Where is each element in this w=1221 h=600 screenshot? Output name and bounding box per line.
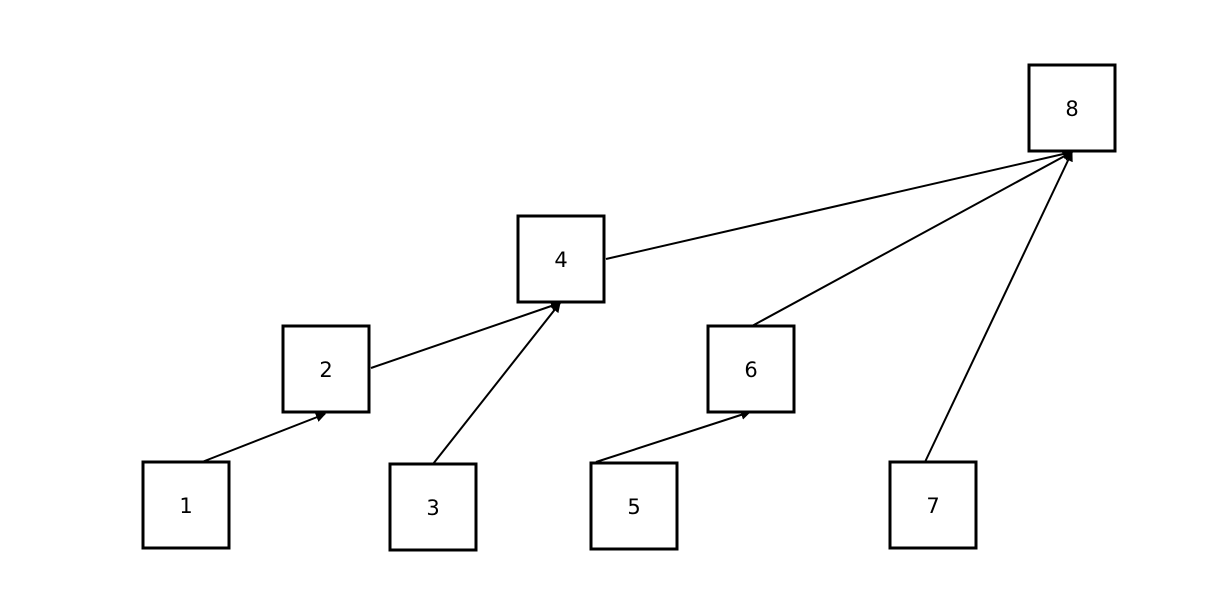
edge-6-to-8 <box>751 151 1073 327</box>
edge-5-to-6 <box>595 410 751 463</box>
node-4-label: 4 <box>554 248 567 272</box>
node-3-box <box>388 462 478 552</box>
node-1-box <box>141 460 231 550</box>
node-2-label: 2 <box>319 358 332 382</box>
node-7-label: 7 <box>926 494 939 518</box>
edge-2-to-4 <box>370 301 561 369</box>
edge-3-to-4 <box>432 302 561 465</box>
node-8-box <box>1027 63 1117 153</box>
node-6: 6 <box>706 324 796 414</box>
node-6-label: 6 <box>744 358 757 382</box>
node-4: 4 <box>516 214 606 304</box>
node-1: 1 <box>141 460 231 550</box>
node-1-label: 1 <box>179 494 192 518</box>
node-6-box <box>706 324 796 414</box>
node-5: 5 <box>589 461 679 551</box>
node-3-label: 3 <box>426 496 439 520</box>
node-2: 2 <box>281 324 371 414</box>
edge-1-to-2 <box>201 412 326 463</box>
node-3: 3 <box>388 462 478 552</box>
node-5-box <box>589 461 679 551</box>
edges-layer <box>201 149 1073 465</box>
node-7-box <box>888 460 978 550</box>
node-5-label: 5 <box>627 495 640 519</box>
node-7: 7 <box>888 460 978 550</box>
edge-7-to-8 <box>924 151 1073 463</box>
node-2-box <box>281 324 371 414</box>
edge-4-to-8 <box>605 149 1073 260</box>
node-8-label: 8 <box>1065 97 1078 121</box>
node-4-box <box>516 214 606 304</box>
nodes-layer: 1 2 3 4 5 6 7 8 <box>141 63 1117 552</box>
node-8: 8 <box>1027 63 1117 153</box>
